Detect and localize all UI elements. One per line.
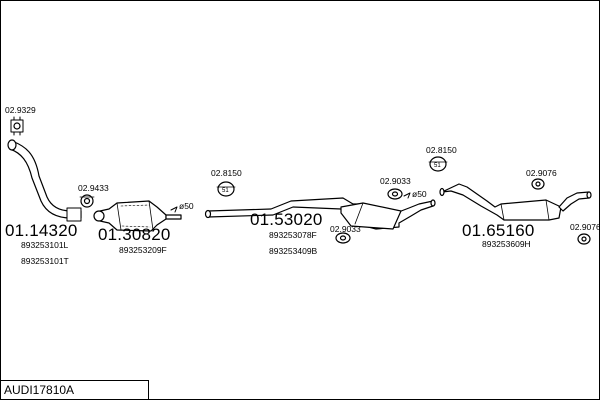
accessory-code: 02.9076 [526, 168, 557, 178]
hanger-icon: 51 [428, 156, 448, 172]
accessory-code: 02.8150 [426, 145, 457, 155]
clamp-icon [10, 116, 24, 136]
part-code: 01.30820 [98, 225, 171, 244]
rubber-mount-icon [387, 188, 403, 200]
middle-silencer-part [204, 197, 436, 230]
oem-number: 893253409B [269, 246, 318, 256]
accessory-code: 02.9433 [78, 183, 109, 193]
diameter-label: ø50 [179, 201, 194, 211]
catalytic-converter-part [93, 200, 182, 232]
part-code: 01.65160 [462, 221, 535, 240]
oem-number: 893253078F [269, 230, 317, 240]
oem-number: 893253609H [482, 239, 531, 249]
diameter-label: ø50 [412, 189, 427, 199]
hanger-icon: 51 [216, 181, 236, 197]
diameter-arrow-icon [403, 192, 411, 199]
rubber-mount-icon [577, 233, 591, 245]
clamp-icon [79, 194, 95, 208]
accessory-code: 02.9033 [330, 224, 361, 234]
rear-silencer-part [439, 183, 592, 221]
part-code: 01.14320 [5, 221, 78, 240]
svg-text:51: 51 [434, 163, 441, 169]
accessory-code: 02.9076 [570, 222, 600, 232]
part-code: 01.53020 [250, 210, 323, 229]
svg-text:51: 51 [222, 188, 229, 194]
accessory-code: 02.9033 [380, 176, 411, 186]
oem-number: 893253101L [21, 240, 69, 250]
front-pipe-part [7, 139, 82, 222]
rubber-mount-icon [335, 232, 351, 244]
accessory-code: 02.8150 [211, 168, 242, 178]
rubber-mount-icon [531, 178, 545, 190]
diameter-arrow-icon [170, 206, 178, 213]
oem-number: 893253209F [119, 245, 167, 255]
accessory-code: 02.9329 [5, 105, 36, 115]
oem-number: 893253101T [21, 256, 69, 266]
diagram-title: AUDI17810A [1, 380, 149, 399]
